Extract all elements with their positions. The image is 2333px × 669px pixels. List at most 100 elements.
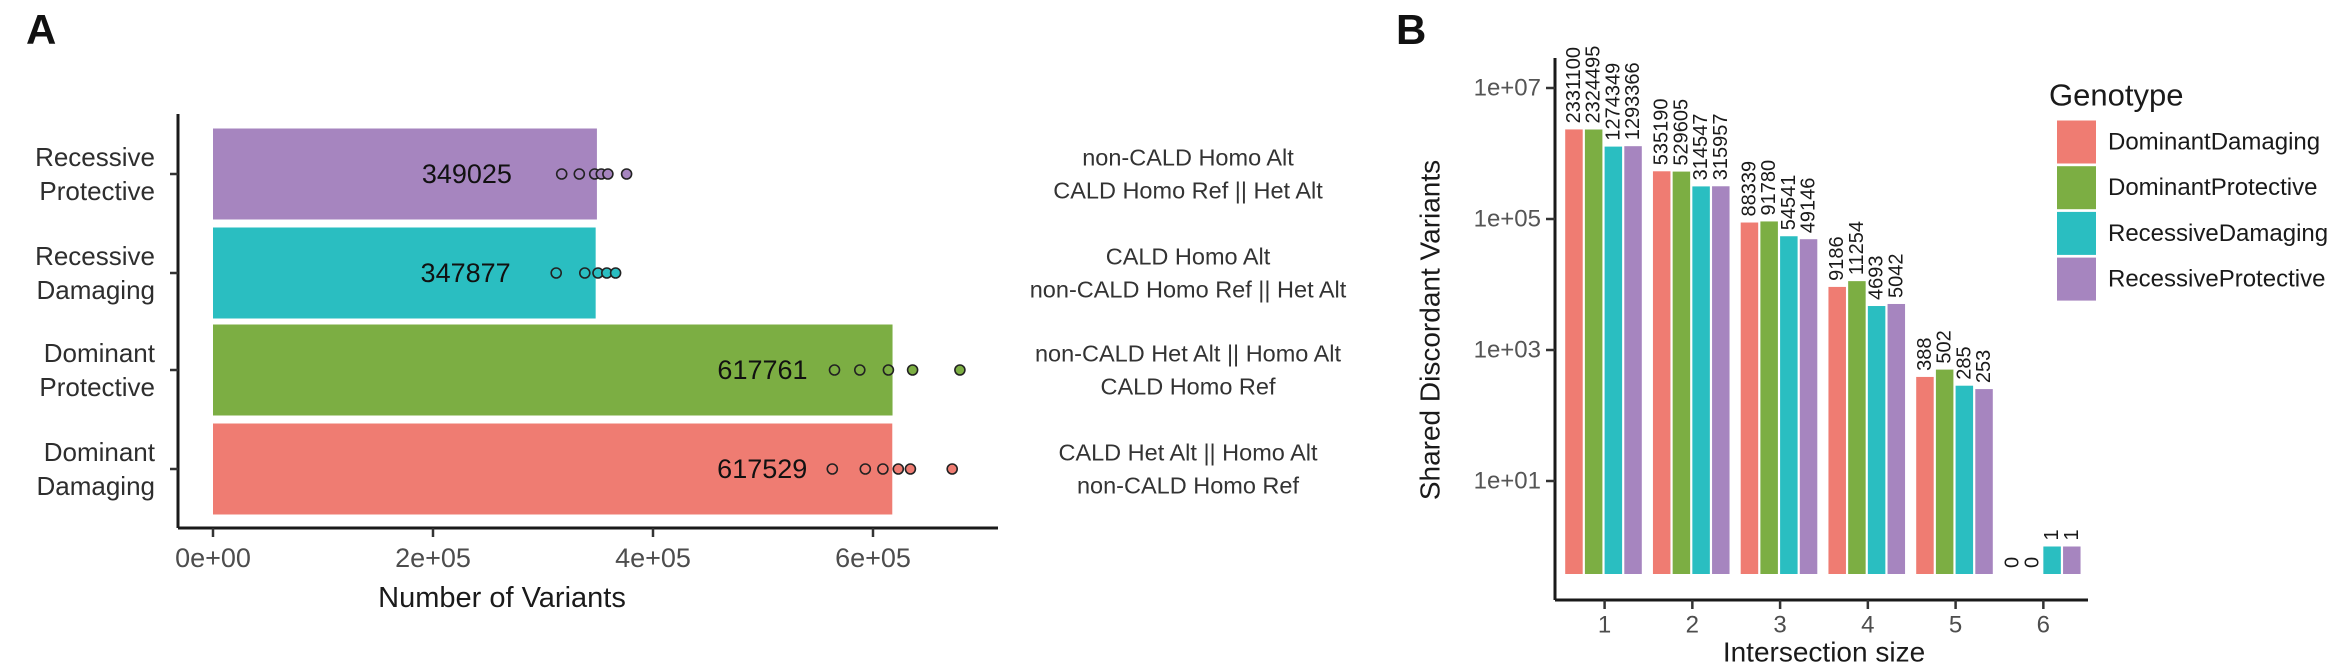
- x-tick-label: 2e+05: [395, 543, 471, 573]
- bar: [1887, 303, 1906, 574]
- bar-value-label: 285: [1953, 346, 1975, 379]
- panel-b-label: B: [1396, 6, 1427, 53]
- bar-value-label: 2324495: [1583, 46, 1605, 124]
- bar-value-label: 91780: [1758, 160, 1780, 216]
- bar: [1848, 281, 1866, 574]
- jitter-point: [892, 463, 905, 475]
- bar-value-label: 11254: [1846, 221, 1868, 275]
- bar: [1780, 236, 1798, 575]
- legend-label: RecessiveDamaging: [2108, 220, 2328, 247]
- legend-label: DominantDamaging: [2108, 129, 2320, 156]
- jitter-point: [859, 463, 872, 475]
- bar: [213, 128, 597, 220]
- bar-value-label: 388: [1914, 338, 1936, 371]
- jitter-point: [904, 463, 917, 475]
- category-label-line: Protective: [39, 176, 155, 206]
- y-tick-label: 1e+03: [1474, 337, 1541, 364]
- bar-value-label: 1293366: [1622, 62, 1644, 140]
- category-label-line: Dominant: [44, 437, 156, 467]
- x-tick-label: 4: [1861, 612, 1874, 639]
- bar-value-label: 4693: [1866, 256, 1888, 301]
- bar: [1565, 129, 1583, 575]
- category-label-line: Protective: [39, 372, 155, 402]
- jitter-point: [602, 168, 614, 180]
- genotype-annotation-line: non-CALD Het Alt || Homo Alt: [1035, 341, 1342, 367]
- jitter-point: [946, 463, 959, 475]
- bar-value-label: 529605: [1670, 99, 1692, 166]
- bar-value-label: 49146: [1798, 178, 1820, 234]
- bar: [2043, 546, 2061, 574]
- jitter-point: [882, 364, 895, 376]
- jitter-point: [828, 364, 841, 376]
- bar: [1760, 221, 1778, 574]
- x-tick-label: 3: [1773, 612, 1786, 639]
- jitter-point: [620, 168, 633, 180]
- bar-value-label: 535190: [1651, 99, 1673, 166]
- bar: [1799, 239, 1818, 574]
- legend-key: [2057, 120, 2096, 164]
- genotype-annotation-line: non-CALD Homo Ref || Het Alt: [1030, 277, 1347, 303]
- bar-value-label: 253: [1973, 350, 1995, 383]
- bar: [1652, 171, 1671, 575]
- bar-value-label: 315957: [1710, 114, 1732, 181]
- bar-value-label: 2331100: [1563, 47, 1585, 123]
- bar: [213, 423, 893, 515]
- x-tick-label: 4e+05: [615, 543, 691, 573]
- bar: [1604, 146, 1623, 574]
- legend-key: [2057, 166, 2096, 210]
- y-tick-label: 1e+01: [1474, 468, 1541, 495]
- panel-a-label: A: [26, 6, 57, 53]
- bar: [213, 227, 596, 319]
- bar-value-label: 617761: [717, 355, 807, 385]
- bar: [1955, 385, 1974, 574]
- x-axis-title: Number of Variants: [378, 582, 626, 614]
- legend-label: DominantProtective: [2108, 174, 2317, 201]
- bar-value-label: 5042: [1885, 253, 1907, 298]
- bar-value-label: 9186: [1826, 236, 1848, 281]
- jitter-point: [906, 364, 919, 376]
- jitter-point: [954, 364, 966, 376]
- bar: [1916, 376, 1934, 574]
- bar: [2063, 546, 2081, 574]
- y-tick-label: 1e+07: [1474, 75, 1541, 102]
- bar-value-label: 1: [2041, 529, 2063, 540]
- genotype-annotation-line: CALD Homo Ref || Het Alt: [1053, 178, 1323, 204]
- jitter-point: [578, 267, 591, 279]
- genotype-annotation-line: CALD Het Alt || Homo Alt: [1058, 440, 1318, 466]
- category-label-line: Recessive: [35, 241, 155, 271]
- bar-value-label: 347877: [421, 258, 511, 288]
- bar-value-label: 0: [2021, 557, 2043, 568]
- y-axis-title: Shared Discordant Variants: [1415, 160, 1446, 500]
- jitter-point: [853, 364, 866, 376]
- bar: [1672, 171, 1691, 574]
- x-tick-label: 6e+05: [835, 543, 911, 573]
- bar-value-label: 0: [2002, 557, 2024, 568]
- legend-title: Genotype: [2049, 78, 2183, 113]
- category-label-line: Dominant: [44, 338, 156, 368]
- legend-key: [2057, 257, 2096, 301]
- genotype-annotation-line: CALD Homo Alt: [1106, 244, 1271, 270]
- legend-key: [2057, 211, 2096, 255]
- bar: [1828, 286, 1846, 574]
- jitter-point: [550, 267, 563, 279]
- bar: [1867, 306, 1886, 574]
- x-tick-label: 5: [1949, 612, 1962, 639]
- legend-label: RecessiveProtective: [2108, 266, 2325, 293]
- bar: [1975, 389, 1993, 574]
- x-tick-label: 6: [2037, 612, 2050, 639]
- bar-value-label: 88339: [1738, 161, 1760, 217]
- jitter-point: [609, 267, 622, 279]
- jitter-point: [877, 463, 889, 475]
- bar-value-label: 54541: [1778, 175, 1800, 231]
- bar-value-label: 1274349: [1602, 63, 1624, 141]
- genotype-annotation-line: non-CALD Homo Alt: [1082, 145, 1294, 171]
- x-tick-label: 2: [1686, 612, 1699, 639]
- category-label-line: Damaging: [36, 471, 155, 501]
- jitter-point: [555, 168, 568, 180]
- x-tick-label: 1: [1598, 612, 1611, 639]
- bar: [1740, 222, 1759, 574]
- category-label-line: Damaging: [36, 275, 155, 305]
